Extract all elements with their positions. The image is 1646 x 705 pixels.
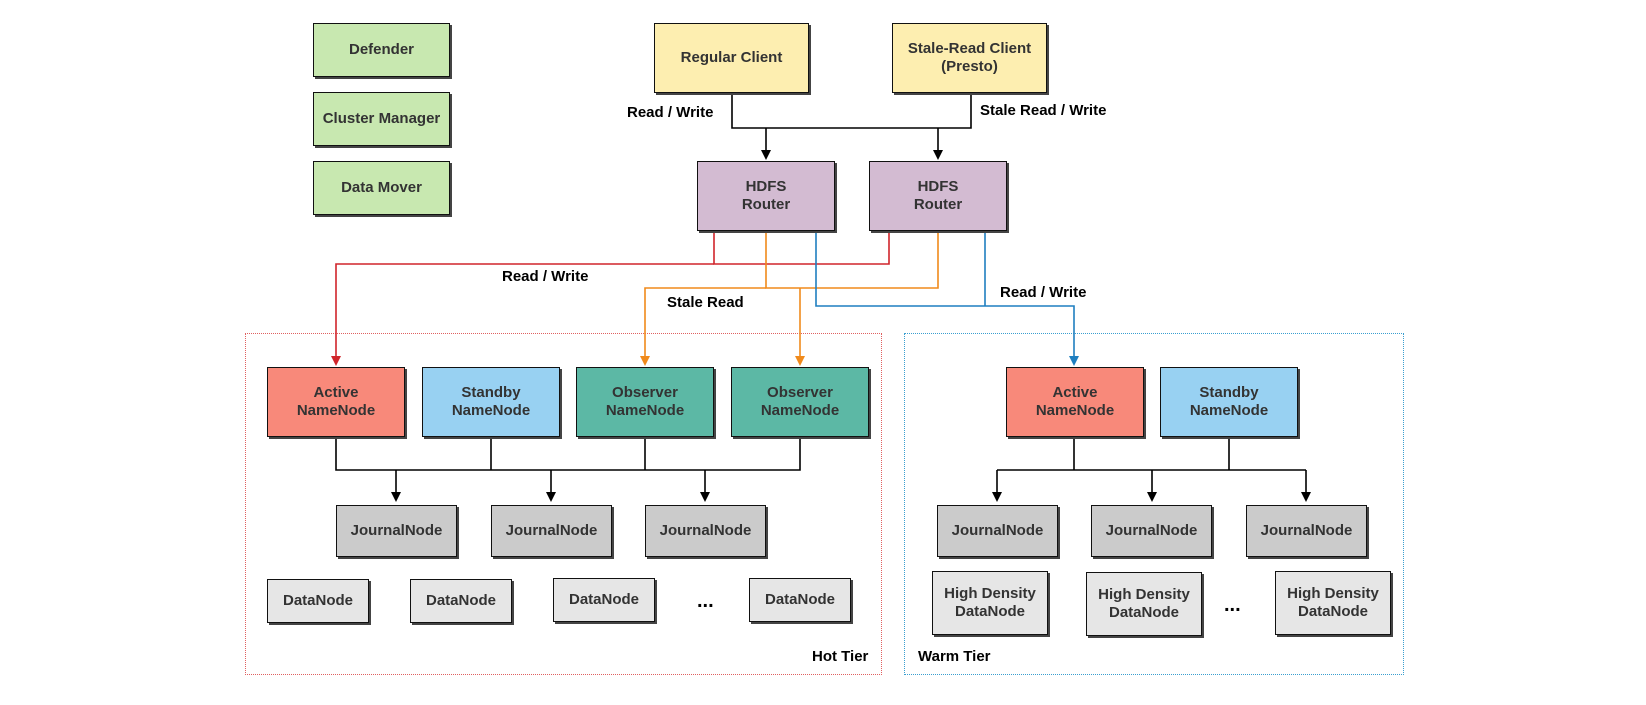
stale-read-trunk (640, 287, 766, 366)
data-mover-box: Data Mover (313, 161, 450, 215)
hot-datanode-3: DataNode (553, 578, 655, 622)
warm-hd-datanode-3: High Density DataNode (1275, 571, 1391, 635)
hot-read-write-path (713, 231, 890, 265)
hot-journalnode-3: JournalNode (645, 505, 766, 557)
hot-active-namenode: Active NameNode (267, 367, 405, 437)
hdfs-router-2: HDFS Router (869, 161, 1007, 231)
hot-journalnode-2: JournalNode (491, 505, 612, 557)
hot-observer-namenode-2: Observer NameNode (731, 367, 869, 437)
hot-datanode-1: DataNode (267, 579, 369, 623)
warm-journalnode-1: JournalNode (937, 505, 1058, 557)
hot-standby-namenode: Standby NameNode (422, 367, 560, 437)
cluster-manager-box: Cluster Manager (313, 92, 450, 146)
warm-active-namenode: Active NameNode (1006, 367, 1144, 437)
stale-read-path (765, 231, 939, 289)
hdfs-router-1: HDFS Router (697, 161, 835, 231)
warm-standby-namenode: Standby NameNode (1160, 367, 1298, 437)
warm-hd-datanode-2: High Density DataNode (1086, 572, 1202, 636)
hot-datanode-4: DataNode (749, 578, 851, 622)
hot-journalnode-1: JournalNode (336, 505, 457, 557)
defender-box: Defender (313, 23, 450, 77)
hot-datanode-2: DataNode (410, 579, 512, 623)
hot-tier-container (245, 333, 882, 675)
stale-read-client-box: Stale-Read Client (Presto) (892, 23, 1047, 93)
hot-read-write-label: Read / Write (502, 268, 589, 285)
warm-journalnode-2: JournalNode (1091, 505, 1212, 557)
warm-read-write-label: Read / Write (1000, 284, 1087, 301)
hot-tier-label: Hot Tier (812, 648, 869, 665)
client-read-write-label: Read / Write (627, 104, 714, 121)
hot-datanode-ellipsis: ... (697, 590, 714, 612)
warm-datanode-ellipsis: ... (1224, 594, 1241, 616)
stale-read-label: Stale Read (667, 294, 744, 311)
regular-client-box: Regular Client (654, 23, 809, 93)
hot-nn-bus (335, 437, 801, 471)
hot-observer-namenode-1: Observer NameNode (576, 367, 714, 437)
warm-journalnode-3: JournalNode (1246, 505, 1367, 557)
warm-tier-container (904, 333, 1404, 675)
client-stale-read-write-label: Stale Read / Write (980, 102, 1107, 119)
regular-client-connector (731, 93, 972, 129)
warm-read-write-path (815, 231, 1079, 366)
warm-tier-label: Warm Tier (918, 648, 991, 665)
hot-read-write-trunk (331, 263, 714, 366)
warm-hd-datanode-1: High Density DataNode (932, 571, 1048, 635)
